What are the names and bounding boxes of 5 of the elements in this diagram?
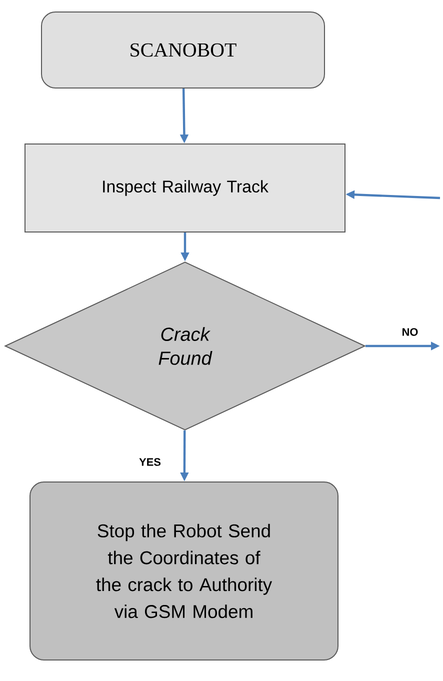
process-box: Stop the Robot Send the Coordinates of the crack to Authority via GSM Modem — [30, 482, 338, 660]
edge-label: NO — [400, 327, 420, 337]
edge-label: YES — [138, 457, 162, 467]
process-box: SCANOBOT — [41, 12, 325, 88]
process-box: Inspect Railway Track — [24, 144, 346, 232]
